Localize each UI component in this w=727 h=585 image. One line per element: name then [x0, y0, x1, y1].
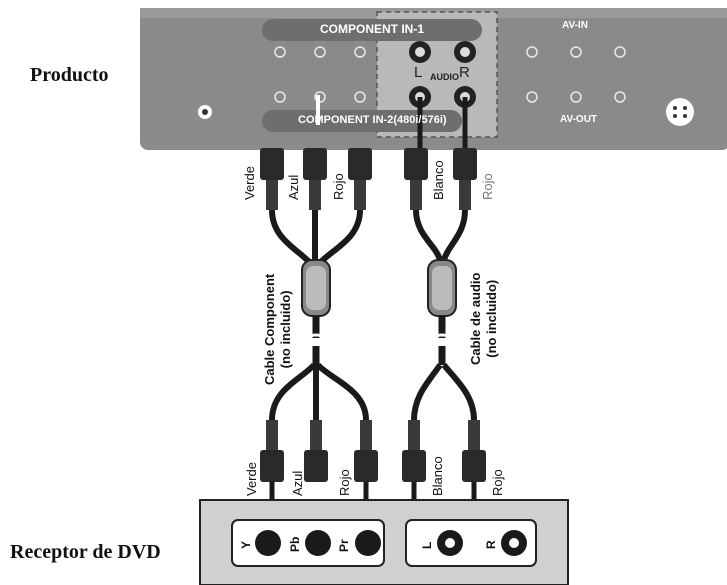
- audio-label: AUDIO: [430, 72, 459, 82]
- bottom-label-rojo-2: Rojo: [490, 469, 505, 496]
- av-out-label: AV-OUT: [560, 114, 598, 125]
- audio-r-label: R: [459, 64, 470, 81]
- receiver-label: Receptor de DVD: [10, 541, 161, 563]
- audio-cable-title-line2: (no incluido): [484, 279, 499, 358]
- top-label-blanco: Blanco: [431, 160, 446, 200]
- audio-cable-title: Cable de audio (no incluido): [468, 273, 500, 365]
- receiver-port-y: Y: [239, 540, 253, 549]
- av-in-label: AV-IN: [562, 20, 588, 31]
- top-label-rojo-1: Rojo: [331, 173, 346, 200]
- bottom-label-rojo-1: Rojo: [337, 469, 352, 496]
- component-cable-title-line2: (no incluido): [278, 290, 293, 369]
- component-in-2-label: COMPONENT IN-2(480i/576i): [298, 114, 447, 126]
- component-cable: [260, 148, 378, 525]
- dvd-receiver-panel: [199, 499, 569, 585]
- audio-l-label: L: [414, 64, 423, 81]
- bottom-label-verde: Verde: [244, 462, 259, 496]
- bottom-label-blanco: Blanco: [430, 456, 445, 496]
- receiver-port-r: R: [484, 540, 498, 549]
- product-panel: [140, 8, 727, 150]
- receiver-port-pr: Pr: [337, 539, 351, 552]
- component-cable-title-line1: Cable Component: [262, 273, 277, 385]
- bottom-label-azul: Azul: [290, 470, 305, 496]
- receiver-port-l: L: [420, 541, 434, 549]
- top-label-azul: Azul: [286, 174, 301, 200]
- audio-cable-title-line1: Cable de audio: [468, 272, 483, 365]
- component-cable-title: Cable Component (no incluido): [262, 274, 294, 385]
- component-in-1-label: COMPONENT IN-1: [320, 22, 425, 36]
- top-label-rojo-2: Rojo: [480, 173, 495, 200]
- receiver-port-pb: Pb: [288, 536, 302, 552]
- top-label-verde: Verde: [242, 166, 257, 200]
- product-label: Producto: [30, 64, 109, 86]
- audio-cable: [402, 97, 486, 525]
